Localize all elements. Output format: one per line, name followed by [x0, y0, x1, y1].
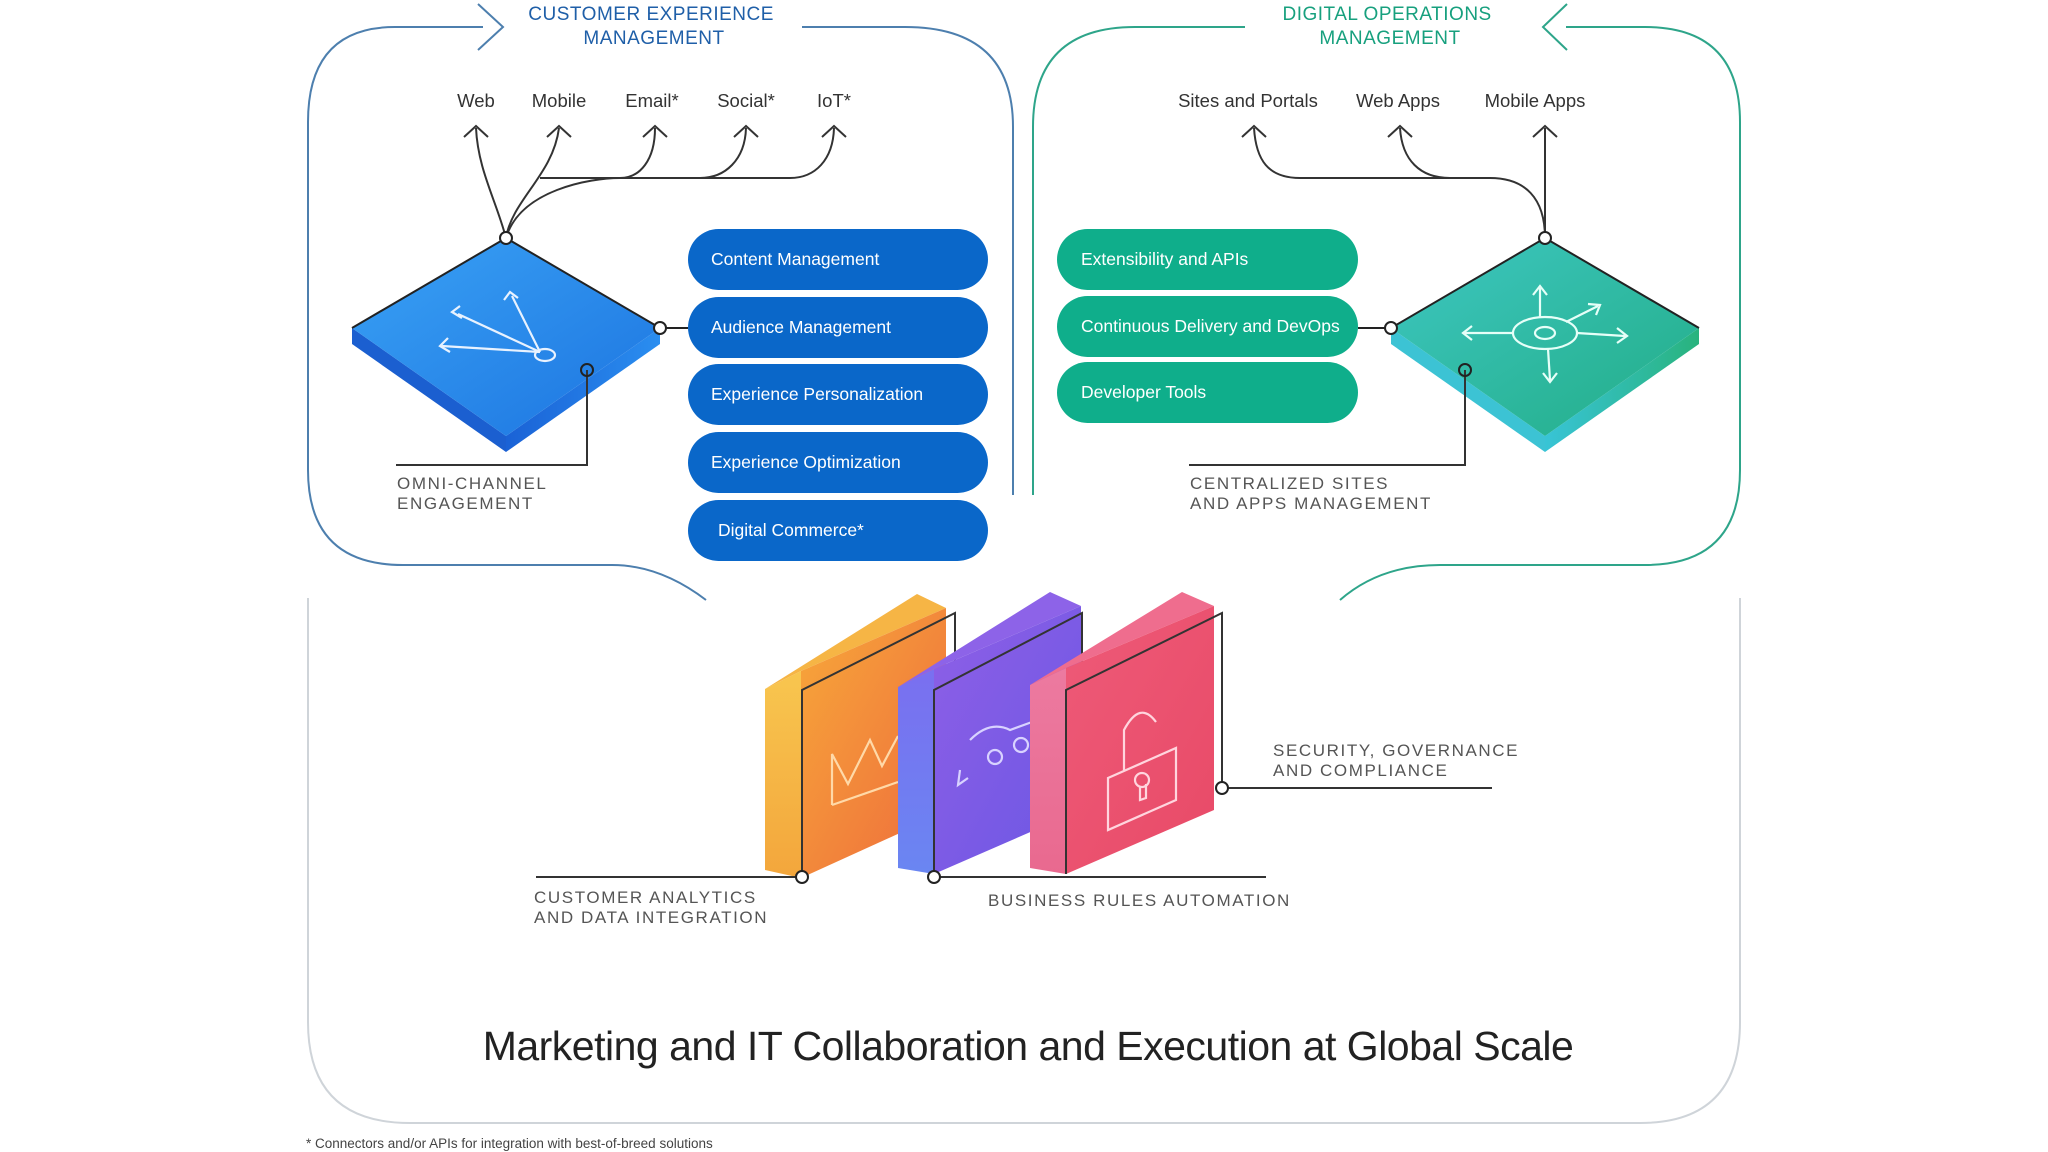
capability-pill-experience-personalization: Experience Personalization	[688, 364, 988, 425]
security-caption-line-2: AND COMPLIANCE	[1273, 761, 1448, 780]
cx-hub-caption: OMNI-CHANNEL ENGAGEMENT	[397, 474, 553, 513]
ops-heading-line-2: MANAGEMENT	[1319, 28, 1460, 49]
foundation-connectors	[536, 781, 1492, 884]
pill-background	[688, 297, 988, 358]
pill-label: Experience Optimization	[711, 452, 901, 472]
cx-heading-line-2: MANAGEMENT	[583, 28, 724, 49]
cx-hub-connectors	[396, 231, 688, 466]
capability-pill-developer-tools: Developer Tools	[1057, 362, 1358, 423]
ops-capability-list: Extensibility and APIs Continuous Delive…	[1057, 229, 1358, 423]
cx-heading: CUSTOMER EXPERIENCE MANAGEMENT	[528, 4, 779, 49]
pill-label: Experience Personalization	[711, 384, 923, 404]
ops-hub-caption-line-1: CENTRALIZED SITES	[1190, 474, 1389, 493]
pill-label: Audience Management	[711, 317, 891, 337]
pill-background	[1057, 296, 1358, 357]
ops-channel-arrows	[1241, 124, 1558, 239]
footnote: * Connectors and/or APIs for integration…	[306, 1136, 713, 1151]
ops-hub-caption: CENTRALIZED SITES AND APPS MANAGEMENT	[1190, 474, 1432, 513]
ops-hub-connectors	[1189, 231, 1552, 466]
arrows-spread-icon	[438, 290, 557, 363]
ops-hub-block	[1390, 236, 1700, 452]
diagram-title: Marketing and IT Collaboration and Execu…	[483, 1023, 1574, 1069]
capability-pill-experience-optimization: Experience Optimization	[688, 432, 988, 493]
rules-caption: BUSINESS RULES AUTOMATION	[988, 891, 1291, 910]
capability-pill-continuous-delivery: Continuous Delivery and DevOps	[1057, 296, 1358, 357]
channel-iot: IoT*	[817, 90, 851, 111]
analytics-caption-line-1: CUSTOMER ANALYTICS	[534, 888, 757, 907]
cx-bubble-outline	[307, 3, 1014, 601]
security-block	[1030, 592, 1223, 874]
capability-pill-extensibility-apis: Extensibility and APIs	[1057, 229, 1358, 290]
channel-email: Email*	[625, 90, 678, 111]
cx-hub-caption-line-2: ENGAGEMENT	[397, 494, 534, 513]
pill-label: Extensibility and APIs	[1081, 249, 1249, 269]
cx-channel-arrows	[463, 124, 847, 239]
analytics-caption-line-2: AND DATA INTEGRATION	[534, 908, 768, 927]
capability-pill-content-management: Content Management	[688, 229, 988, 290]
security-caption-line-1: SECURITY, GOVERNANCE	[1273, 741, 1519, 760]
hub-network-icon	[1461, 284, 1629, 384]
capability-pill-audience-management: Audience Management	[688, 297, 988, 358]
pill-background	[688, 500, 988, 561]
ops-bubble-outline	[1032, 3, 1741, 601]
ops-hub-caption-line-2: AND APPS MANAGEMENT	[1190, 494, 1432, 513]
ops-heading-line-1: DIGITAL OPERATIONS	[1282, 4, 1491, 25]
toggle-icon	[956, 720, 1033, 788]
pill-background	[1057, 362, 1358, 423]
pill-label: Developer Tools	[1081, 382, 1206, 402]
channel-web: Web	[457, 90, 495, 111]
capability-pill-digital-commerce: Digital Commerce*	[688, 500, 988, 561]
lock-icon	[1106, 711, 1178, 832]
analytics-caption: CUSTOMER ANALYTICS AND DATA INTEGRATION	[534, 888, 768, 927]
pill-label: Continuous Delivery and DevOps	[1081, 316, 1340, 336]
cx-hub-block	[351, 236, 661, 452]
pill-background	[1057, 229, 1358, 290]
channel-mobile-apps: Mobile Apps	[1485, 90, 1586, 111]
pill-background	[688, 432, 988, 493]
channel-social: Social*	[717, 90, 775, 111]
cx-heading-line-1: CUSTOMER EXPERIENCE	[528, 4, 774, 25]
cx-channels: Web Mobile Email* Social* IoT*	[457, 90, 851, 111]
pill-background	[688, 364, 988, 425]
channel-web-apps: Web Apps	[1356, 90, 1440, 111]
pill-label: Digital Commerce*	[718, 520, 864, 540]
security-caption: SECURITY, GOVERNANCE AND COMPLIANCE	[1273, 741, 1525, 780]
foundation-outline	[307, 598, 1741, 1124]
channel-mobile: Mobile	[532, 90, 587, 111]
ops-heading: DIGITAL OPERATIONS MANAGEMENT	[1282, 4, 1497, 49]
pill-label: Content Management	[711, 249, 879, 269]
rules-caption-line-1: BUSINESS RULES AUTOMATION	[988, 891, 1291, 910]
pill-background	[688, 229, 988, 290]
cx-capability-list: Content Management Audience Management E…	[688, 229, 988, 561]
channel-sites-portals: Sites and Portals	[1178, 90, 1318, 111]
cx-hub-caption-line-1: OMNI-CHANNEL	[397, 474, 547, 493]
ops-channels: Sites and Portals Web Apps Mobile Apps	[1178, 90, 1585, 111]
